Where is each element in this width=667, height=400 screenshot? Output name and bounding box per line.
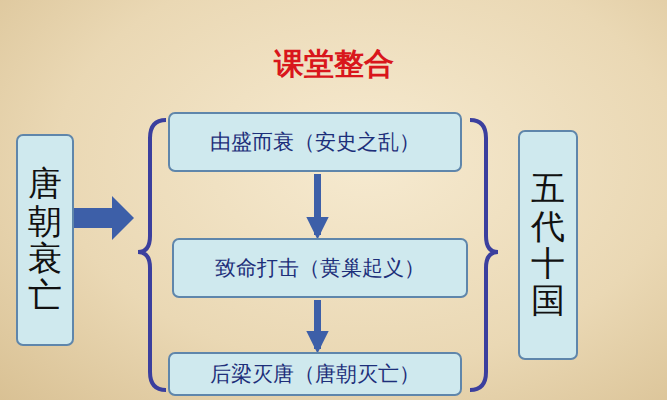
process-box: 致命打击（黄巢起义） bbox=[172, 238, 468, 298]
process-box: 后梁灭唐（唐朝灭亡） bbox=[168, 352, 462, 396]
node-label: 五代十国 bbox=[531, 170, 565, 320]
left-brace bbox=[138, 120, 166, 390]
vertical-box: 唐朝衰亡 bbox=[16, 134, 74, 346]
right-brace bbox=[470, 120, 498, 390]
node-label: 唐朝衰亡 bbox=[28, 165, 62, 315]
pointer-arrow bbox=[72, 196, 134, 240]
down-arrow bbox=[314, 174, 321, 235]
node-label: 由盛而衰（安史之乱） bbox=[210, 128, 420, 156]
vertical-box: 五代十国 bbox=[518, 130, 578, 360]
process-box: 由盛而衰（安史之乱） bbox=[168, 112, 462, 172]
title: 课堂整合 bbox=[0, 44, 667, 85]
node-label: 后梁灭唐（唐朝灭亡） bbox=[210, 360, 420, 388]
down-arrow bbox=[314, 300, 321, 349]
node-label: 致命打击（黄巢起义） bbox=[215, 254, 425, 282]
